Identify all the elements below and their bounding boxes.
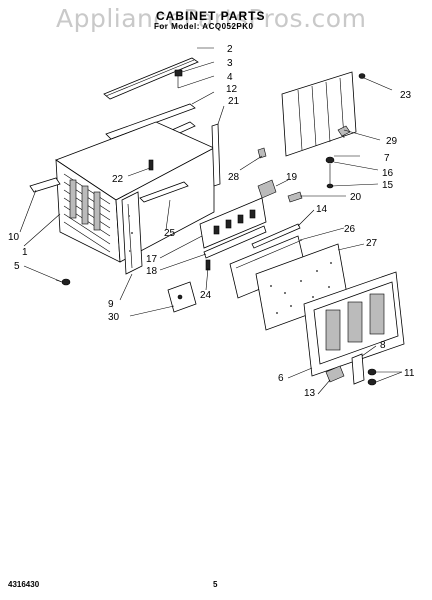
callout-27[interactable]: 27 — [366, 238, 378, 249]
part-3-screw[interactable] — [174, 69, 183, 88]
document-number: 4316430 — [8, 580, 40, 589]
part-21-bar[interactable] — [211, 123, 221, 187]
part-5-screw[interactable] — [55, 278, 71, 286]
callout-19[interactable]: 19 — [286, 172, 298, 183]
callout-23[interactable]: 23 — [400, 90, 412, 101]
part-17-control-housing[interactable] — [199, 197, 267, 249]
callouts: 1 2 3 4 5 6 7 8 9 10 11 12 13 14 15 16 1… — [8, 44, 415, 399]
callout-21[interactable]: 21 — [228, 96, 240, 107]
watermark: AppliancePartsPros.com — [56, 4, 367, 33]
callout-24[interactable]: 24 — [200, 290, 212, 301]
callout-6[interactable]: 6 — [278, 373, 284, 384]
callout-13[interactable]: 13 — [304, 388, 316, 399]
callout-1[interactable]: 1 — [22, 247, 28, 258]
part-7-rear-grille[interactable] — [281, 71, 357, 157]
callout-14[interactable]: 14 — [316, 204, 328, 215]
part-19-bracket[interactable] — [257, 179, 277, 199]
part-4-rail[interactable] — [105, 103, 196, 140]
part-10-base-bracket[interactable] — [29, 177, 61, 193]
part-1-cabinet[interactable] — [55, 121, 215, 263]
part-25-inner-rail[interactable] — [139, 181, 189, 203]
callout-4[interactable]: 4 — [227, 72, 233, 83]
part-6-front-grille[interactable] — [303, 271, 405, 377]
callout-25[interactable]: 25 — [164, 228, 176, 239]
page-number: 5 — [213, 580, 218, 589]
callout-26[interactable]: 26 — [344, 224, 356, 235]
part-23-screw[interactable] — [358, 73, 366, 79]
part-14-strip[interactable] — [251, 223, 301, 249]
callout-12[interactable]: 12 — [226, 84, 238, 95]
callout-5[interactable]: 5 — [14, 261, 20, 272]
part-15-shaft[interactable] — [326, 164, 334, 189]
part-22-clip[interactable] — [148, 159, 154, 171]
callout-16[interactable]: 16 — [382, 168, 394, 179]
callout-10[interactable]: 10 — [8, 232, 20, 243]
callout-3[interactable]: 3 — [227, 58, 233, 69]
callout-18[interactable]: 18 — [146, 266, 158, 277]
part-13-clip[interactable] — [325, 365, 345, 383]
callout-15[interactable]: 15 — [382, 180, 394, 191]
callout-29[interactable]: 29 — [386, 136, 398, 147]
callout-30[interactable]: 30 — [108, 312, 120, 323]
callout-8[interactable]: 8 — [380, 340, 386, 351]
part-9-side-panel[interactable] — [121, 191, 143, 275]
part-20-clip[interactable] — [287, 191, 303, 203]
callout-20[interactable]: 20 — [350, 192, 362, 203]
callout-17[interactable]: 17 — [146, 254, 158, 265]
leader-lines — [19, 47, 403, 395]
part-18-strip[interactable] — [203, 225, 267, 259]
callout-7[interactable]: 7 — [384, 153, 390, 164]
callout-22[interactable]: 22 — [112, 174, 124, 185]
part-11-screws[interactable] — [367, 368, 377, 386]
callout-9[interactable]: 9 — [108, 299, 114, 310]
callout-11[interactable]: 11 — [404, 368, 415, 379]
part-16-knob[interactable] — [325, 156, 335, 164]
diagram-subtitle: For Model: ACQ052PK0 — [154, 22, 254, 31]
part-8-bracket[interactable] — [351, 353, 365, 385]
part-29-clip[interactable] — [337, 125, 351, 137]
callout-2[interactable]: 2 — [227, 44, 233, 55]
part-30-bracket[interactable] — [167, 281, 197, 313]
part-28-bracket[interactable] — [257, 147, 267, 159]
diagram-title: CABINET PARTS — [156, 9, 266, 23]
callout-28[interactable]: 28 — [228, 172, 240, 183]
